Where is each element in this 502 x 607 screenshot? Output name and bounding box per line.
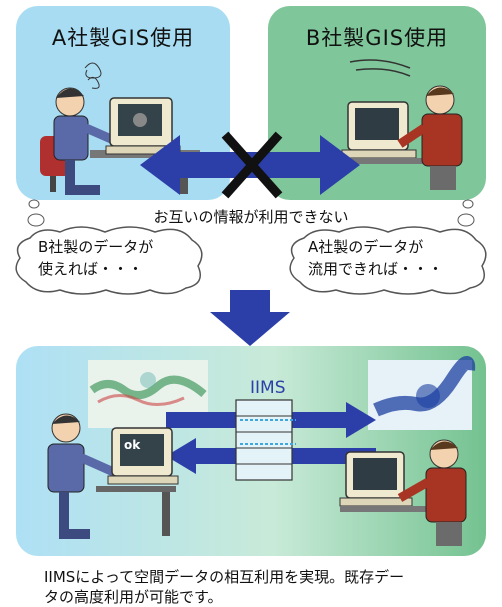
map-image-right [368,355,476,430]
down-arrow-icon [210,290,290,346]
data-stack-icon [235,399,296,481]
user-b-illustration [336,59,463,190]
panel-a-title: A社製GIS使用 [51,26,195,50]
thought-dots-right-icon [457,199,475,227]
cloud-right-text: A社製のデータが 流用できれば・・・ [308,236,443,280]
cloud-right-shape [289,226,487,295]
cloud-left-line1: B社製のデータが [38,238,154,256]
caption-line1: IIMSによって空間データの相互利用を実現。既存デー [44,568,405,586]
cloud-right-line1: A社製のデータが [308,238,424,256]
cloud-left-shape [15,226,203,295]
iims-label: IIMS [250,378,286,398]
cloud-left-line2: 使えれば・・・ [38,260,144,278]
panel-b-title: B社製GIS使用 [305,26,449,50]
caption-line2: タの高度利用が可能です。 [44,588,223,606]
cloud-left-text: B社製のデータが 使えれば・・・ [38,236,153,280]
thought-dots-left-icon [27,199,45,227]
problem-text: お互いの情報が利用できない [153,208,349,226]
blocked-exchange-arrow [140,131,360,199]
cross-icon [221,131,283,199]
monitor-ok-label: ok [124,438,141,452]
iims-exchange-diagram [166,399,376,481]
user-b-ok-illustration [339,439,467,546]
cloud-right-line2: 流用できれば・・・ [308,260,444,278]
user-a-ok-illustration [47,413,179,539]
